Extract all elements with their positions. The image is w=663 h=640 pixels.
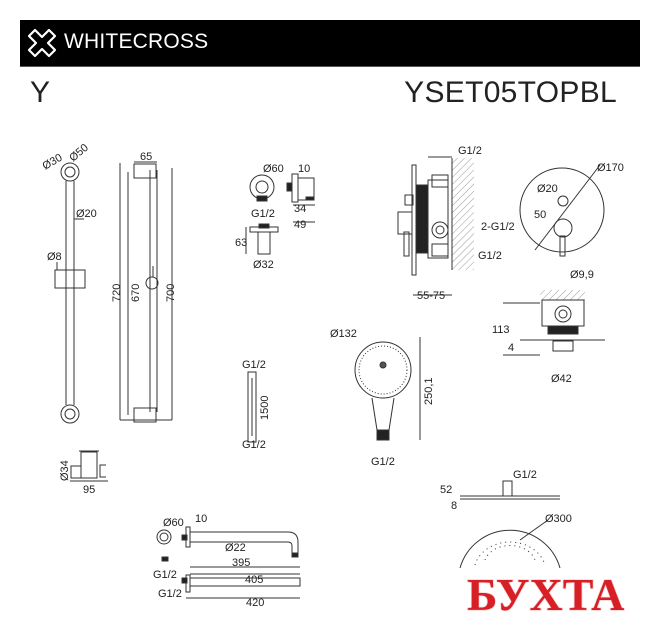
brand-header: WHITECROSS (20, 20, 640, 67)
concealed-mixer-front (519, 164, 605, 257)
cross-outline-icon (27, 28, 57, 58)
series-label: Y (30, 76, 51, 109)
concealed-mixer-side (397, 156, 474, 296)
svg-text:G1/2: G1/2 (458, 145, 482, 157)
svg-text:10: 10 (195, 513, 207, 525)
svg-text:Ø34: Ø34 (59, 460, 71, 481)
svg-text:Ø60: Ø60 (163, 517, 184, 529)
rail-clamp (70, 450, 108, 482)
svg-text:670: 670 (130, 284, 142, 302)
svg-text:Ø60: Ø60 (263, 163, 284, 175)
brand-name: WHITECROSS (64, 30, 209, 53)
concealed-mixer-top (503, 290, 605, 356)
svg-text:Ø32: Ø32 (253, 259, 274, 271)
svg-text:63: 63 (235, 237, 247, 249)
svg-text:G1/2: G1/2 (242, 359, 266, 371)
svg-text:52: 52 (440, 484, 452, 496)
svg-text:Ø42: Ø42 (551, 373, 572, 385)
svg-text:34: 34 (294, 203, 306, 215)
svg-text:2-G1/2: 2-G1/2 (481, 221, 515, 233)
overhead-shower (459, 480, 561, 569)
slide-rail-side (119, 161, 173, 423)
svg-text:Ø300: Ø300 (545, 513, 572, 525)
svg-text:Ø8: Ø8 (47, 251, 62, 263)
watermark-logo: БУХТА (467, 569, 624, 620)
svg-text:G1/2: G1/2 (371, 456, 395, 468)
svg-text:Ø170: Ø170 (597, 162, 624, 174)
svg-text:Ø22: Ø22 (225, 542, 246, 554)
svg-text:8: 8 (451, 500, 457, 512)
svg-text:G1/2: G1/2 (158, 588, 182, 600)
shower-hose (247, 371, 257, 443)
svg-text:50: 50 (534, 209, 546, 221)
svg-text:395: 395 (232, 557, 250, 569)
svg-text:Ø20: Ø20 (537, 183, 558, 195)
svg-text:G1/2: G1/2 (478, 250, 502, 262)
svg-text:10: 10 (298, 163, 310, 175)
svg-text:95: 95 (83, 484, 95, 496)
svg-text:G1/2: G1/2 (251, 208, 275, 220)
svg-text:Ø9,9: Ø9,9 (570, 269, 594, 281)
svg-text:49: 49 (294, 219, 306, 231)
svg-text:G1/2: G1/2 (153, 569, 177, 581)
svg-text:Ø20: Ø20 (76, 208, 97, 220)
svg-text:65: 65 (140, 151, 152, 163)
svg-text:700: 700 (165, 284, 177, 302)
svg-text:250,1: 250,1 (423, 377, 435, 405)
shower-arm (156, 526, 301, 599)
svg-text:113: 113 (492, 324, 510, 336)
svg-text:Ø132: Ø132 (330, 328, 357, 340)
svg-text:G1/2: G1/2 (513, 469, 537, 481)
svg-text:405: 405 (245, 574, 263, 586)
svg-text:1500: 1500 (259, 396, 271, 420)
slide-rail-front (54, 162, 86, 424)
svg-text:G1/2: G1/2 (242, 439, 266, 451)
wall-outlet (245, 173, 315, 255)
svg-text:4: 4 (508, 342, 514, 354)
hand-shower (354, 337, 421, 441)
svg-text:720: 720 (111, 284, 123, 302)
svg-text:Ø50: Ø50 (67, 142, 91, 165)
svg-text:55-75: 55-75 (417, 290, 445, 302)
model-code: YSET05TOPBL (404, 76, 617, 109)
svg-text:420: 420 (246, 597, 264, 609)
dimension-labels: Ø30 Ø50 Ø20 Ø8 65 720 670 700 Ø34 95 Ø60… (41, 142, 624, 609)
